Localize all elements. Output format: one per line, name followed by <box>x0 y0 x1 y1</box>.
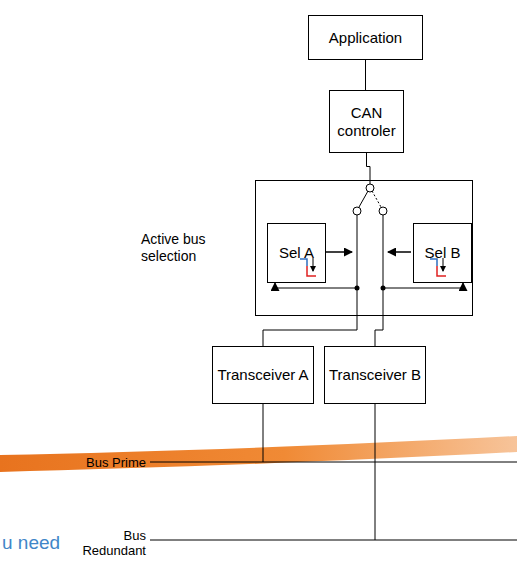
process-box: CAN controler <box>329 90 404 153</box>
box-label: Application <box>329 29 402 47</box>
box-label: Sel A <box>279 244 314 262</box>
process-box: Application <box>308 15 423 60</box>
switch-pivot <box>366 184 374 192</box>
connector <box>367 153 371 180</box>
wire <box>383 215 384 316</box>
bus-redundant-line <box>150 540 517 541</box>
box-label: Transceiver B <box>329 366 421 384</box>
edge-glyph <box>307 266 316 276</box>
box-label: CAN controler <box>330 104 403 140</box>
control-arrow <box>388 251 411 253</box>
edge-glyph <box>437 266 446 276</box>
group-box: Active bus selectionSel ASel B <box>255 180 473 316</box>
bus-stub <box>375 404 376 540</box>
watermark: u need <box>2 532 82 553</box>
wire <box>357 215 358 316</box>
sense-arrow <box>275 283 357 288</box>
decor-swoosh <box>0 436 517 472</box>
sense-arrow <box>383 283 463 288</box>
switch-contact <box>353 207 361 215</box>
switch-arm <box>359 191 368 207</box>
bus-prime-line <box>150 462 517 463</box>
connector <box>375 316 383 346</box>
selector-box: Sel B <box>413 223 472 283</box>
bus-name: Bus Redundant <box>76 528 146 558</box>
bus-stub <box>263 404 264 462</box>
connector <box>263 316 357 346</box>
box-label: Sel B <box>425 244 461 262</box>
switch-arm-alt <box>372 191 381 207</box>
box-label: Transceiver A <box>217 366 308 384</box>
transceiver-box: Transceiver A <box>212 346 314 404</box>
selector-box: Sel A <box>267 223 326 283</box>
control-arrow <box>326 251 352 253</box>
group-heading: Active bus selection <box>141 231 221 265</box>
bus-name: Bus Prime <box>60 455 146 470</box>
transceiver-box: Transceiver B <box>324 346 426 404</box>
switch-contact <box>379 207 387 215</box>
connector <box>365 60 366 90</box>
